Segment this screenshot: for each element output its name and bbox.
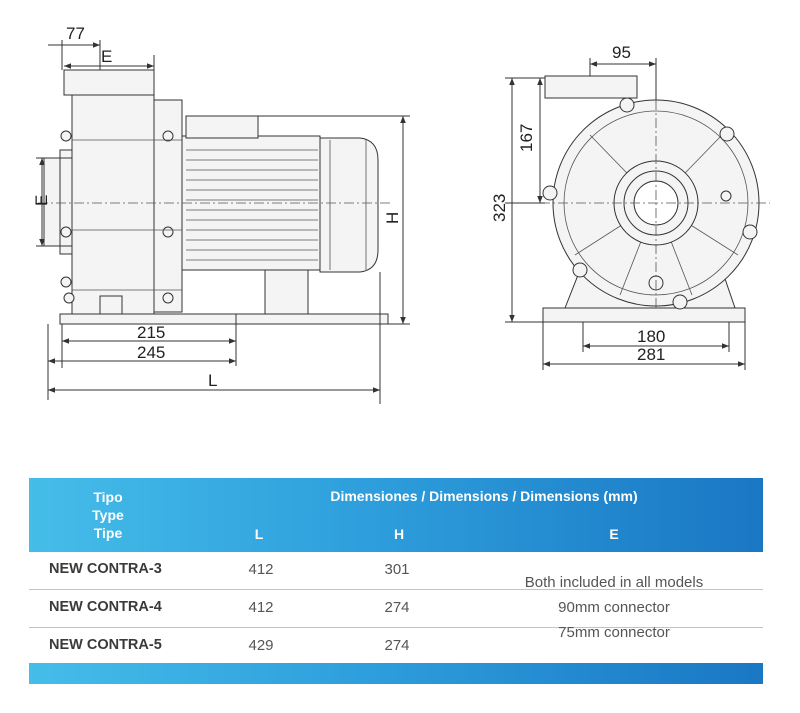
dim-h: H — [383, 212, 402, 224]
dimensions-table: Tipo Type Tipe Dimensiones / Dimensions … — [29, 478, 763, 684]
value-l: 429 — [248, 637, 274, 654]
top-connector — [63, 69, 155, 96]
value-h: 301 — [384, 561, 410, 578]
dim-215: 215 — [137, 323, 165, 342]
fan-cover — [319, 137, 379, 273]
value-l: 412 — [248, 599, 274, 616]
table-footer-bar — [29, 663, 763, 684]
side-view: 77 E E H 215 245 L — [32, 24, 410, 404]
dim-e-top: E — [101, 47, 112, 66]
dim-e-side: E — [32, 195, 51, 206]
table-header: Tipo Type Tipe Dimensiones / Dimensions … — [29, 478, 763, 552]
dimensions-title: Dimensiones / Dimensions / Dimensions (m… — [330, 488, 638, 504]
value-h: 274 — [384, 599, 410, 616]
pump-housing — [71, 94, 155, 315]
dim-180: 180 — [637, 327, 665, 346]
model-name: NEW CONTRA-4 — [49, 599, 162, 615]
terminal-box — [185, 115, 259, 139]
e-column-note: Both included in all models 90mm connect… — [524, 574, 704, 641]
front-view: 95 167 323 180 281 — [490, 43, 770, 370]
value-l: 412 — [248, 561, 274, 578]
dim-281: 281 — [637, 345, 665, 364]
dim-323: 323 — [490, 194, 509, 222]
model-name: NEW CONTRA-5 — [49, 637, 162, 653]
dim-167: 167 — [517, 124, 536, 152]
column-header-e: E — [609, 526, 619, 542]
table-row: NEW CONTRA-4 412 274 — [29, 590, 763, 628]
dim-245: 245 — [137, 343, 165, 362]
pump-dimension-drawing: 77 E E H 215 245 L — [32, 24, 770, 404]
column-header-l: L — [254, 526, 264, 542]
dim-l: L — [208, 371, 217, 390]
dim-77: 77 — [66, 24, 85, 43]
front-base-plate — [542, 307, 746, 323]
type-header: Tipo Type Tipe — [92, 489, 124, 541]
model-name: NEW CONTRA-3 — [49, 561, 162, 577]
column-header-h: H — [393, 526, 405, 542]
front-top-connector — [544, 75, 638, 99]
dim-95: 95 — [612, 43, 631, 62]
table-row: NEW CONTRA-3 412 301 — [29, 552, 763, 590]
value-h: 274 — [384, 637, 410, 654]
base-plate — [59, 313, 389, 325]
